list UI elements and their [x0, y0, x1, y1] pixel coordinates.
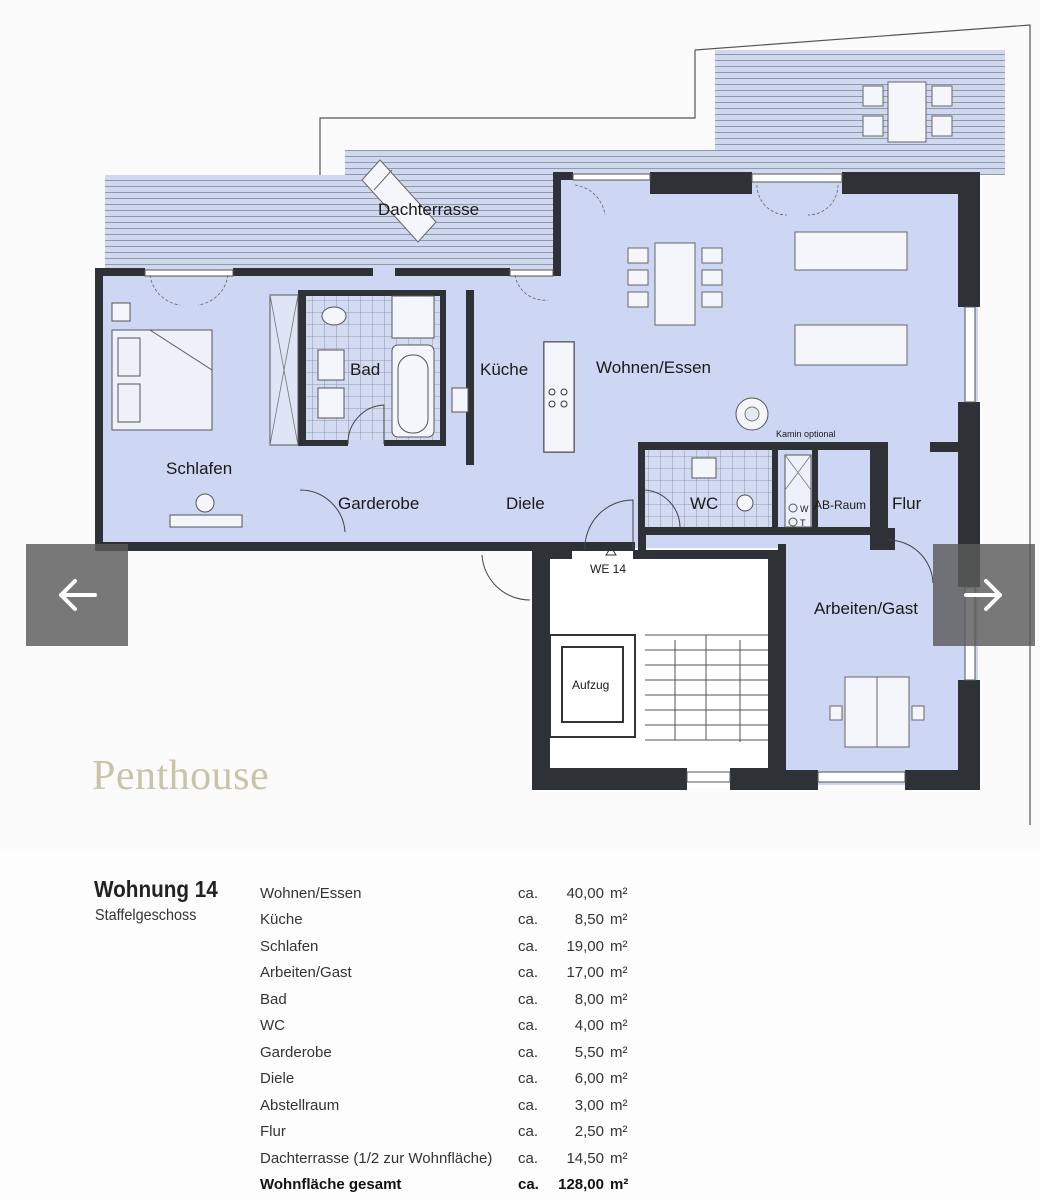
area-approx: ca. — [518, 1043, 539, 1061]
next-image-button[interactable] — [933, 544, 1035, 646]
area-row: Garderobe ca. 5,50 m² — [260, 1039, 640, 1066]
label-garderobe: Garderobe — [338, 494, 419, 513]
area-value: 8,00 — [574, 990, 604, 1008]
area-approx: ca. — [518, 911, 539, 929]
area-name: Bad — [260, 990, 287, 1008]
staircase — [645, 634, 768, 742]
label-washer: W — [800, 504, 809, 514]
area-name: Diele — [260, 1070, 295, 1088]
area-unit: m² — [610, 937, 628, 955]
previous-image-button[interactable] — [26, 544, 128, 646]
area-row: Dachterrasse (1/2 zur Wohnfläche) ca. 14,5… — [260, 1145, 640, 1172]
label-entrance: WE 14 — [590, 562, 626, 576]
area-name: Wohnfläche gesamt — [260, 1176, 402, 1194]
area-unit: m² — [610, 1149, 628, 1167]
area-value: 2,50 — [574, 1123, 604, 1141]
terrace-table — [862, 81, 953, 143]
floor-plan-drawing: Dachterrasse Schlafen Bad Küche Wohnen/E… — [95, 24, 1031, 825]
entrance-marker-icon — [605, 546, 617, 556]
area-row: Küche ca. 8,50 m² — [260, 907, 640, 934]
terrace-upper — [715, 50, 1005, 175]
area-row: Flur ca. 2,50 m² — [260, 1119, 640, 1146]
label-schlafen: Schlafen — [166, 459, 232, 478]
area-unit: m² — [610, 1176, 629, 1194]
area-name: Dachterrasse (1/2 zur Wohnfläche) — [260, 1149, 493, 1167]
area-value: 17,00 — [566, 964, 604, 982]
area-unit: m² — [610, 1123, 628, 1141]
unit-subtitle: Staffelgeschoss — [95, 907, 197, 924]
area-value: 19,00 — [566, 937, 604, 955]
area-name: Garderobe — [260, 1043, 332, 1061]
lounge-chair — [361, 159, 437, 243]
area-name: Küche — [260, 911, 303, 929]
area-unit: m² — [610, 911, 628, 929]
label-dachterrasse: Dachterrasse — [378, 200, 479, 219]
area-value: 6,00 — [574, 1070, 604, 1088]
label-dryer: T — [800, 518, 806, 528]
area-row: Bad ca. 8,00 m² — [260, 986, 640, 1013]
area-approx: ca. — [518, 1123, 539, 1141]
area-unit: m² — [610, 884, 628, 902]
label-wc: WC — [690, 494, 718, 513]
label-bad: Bad — [350, 360, 380, 379]
area-unit: m² — [610, 964, 628, 982]
area-value: 8,50 — [574, 911, 604, 929]
area-row: WC ca. 4,00 m² — [260, 1013, 640, 1040]
area-approx: ca. — [518, 1096, 539, 1114]
area-approx: ca. — [518, 964, 539, 982]
label-diele: Diele — [506, 494, 545, 513]
area-approx: ca. — [518, 990, 539, 1008]
area-unit: m² — [610, 990, 628, 1008]
area-summary: Wohnung 14 Staffelgeschoss Wohnen/Essen c… — [0, 850, 1040, 1200]
area-name: WC — [260, 1017, 285, 1035]
area-total-row: Wohnfläche gesamt ca. 128,00 m² — [260, 1172, 640, 1199]
arrow-right-icon — [964, 579, 1002, 611]
label-arbeiten-gast: Arbeiten/Gast — [814, 599, 918, 618]
label-wohnen-essen: Wohnen/Essen — [596, 358, 711, 377]
label-flur: Flur — [892, 494, 922, 513]
area-approx: ca. — [518, 1017, 539, 1035]
area-approx: ca. — [518, 1070, 539, 1088]
area-unit: m² — [610, 1096, 628, 1114]
area-value: 40,00 — [566, 884, 604, 902]
bed — [111, 329, 213, 431]
area-value: 5,50 — [574, 1043, 604, 1061]
area-name: Flur — [260, 1123, 286, 1141]
area-row: Schlafen ca. 19,00 m² — [260, 933, 640, 960]
area-name: Wohnen/Essen — [260, 884, 362, 902]
area-row: Wohnen/Essen ca. 40,00 m² — [260, 880, 640, 907]
area-value: 14,50 — [566, 1149, 604, 1167]
dining-table — [627, 242, 723, 326]
area-unit: m² — [610, 1017, 628, 1035]
area-value: 4,00 — [574, 1017, 604, 1035]
area-name: Schlafen — [260, 937, 319, 955]
label-aufzug: Aufzug — [572, 678, 609, 692]
area-row: Diele ca. 6,00 m² — [260, 1066, 640, 1093]
area-approx: ca. — [518, 884, 539, 902]
area-name: Arbeiten/Gast — [260, 964, 352, 982]
arrow-left-icon — [59, 579, 97, 611]
area-approx: ca. — [518, 937, 539, 955]
area-row: Abstellraum ca. 3,00 m² — [260, 1092, 640, 1119]
area-row: Arbeiten/Gast ca. 17,00 m² — [260, 960, 640, 987]
label-ab-raum: AB-Raum — [814, 498, 866, 512]
area-unit: m² — [610, 1070, 628, 1088]
area-approx: ca. — [518, 1149, 539, 1167]
label-kamin: Kamin optional — [776, 429, 836, 439]
floor-plan: Dachterrasse Schlafen Bad Küche Wohnen/E… — [92, 24, 1031, 825]
area-value: 128,00 — [558, 1176, 604, 1194]
area-name: Abstellraum — [260, 1096, 340, 1114]
brand-title: Penthouse — [92, 753, 270, 799]
label-kueche: Küche — [480, 360, 528, 379]
unit-title: Wohnung 14 — [94, 876, 218, 902]
area-approx: ca. — [518, 1176, 539, 1194]
area-unit: m² — [610, 1043, 628, 1061]
area-value: 3,00 — [574, 1096, 604, 1114]
